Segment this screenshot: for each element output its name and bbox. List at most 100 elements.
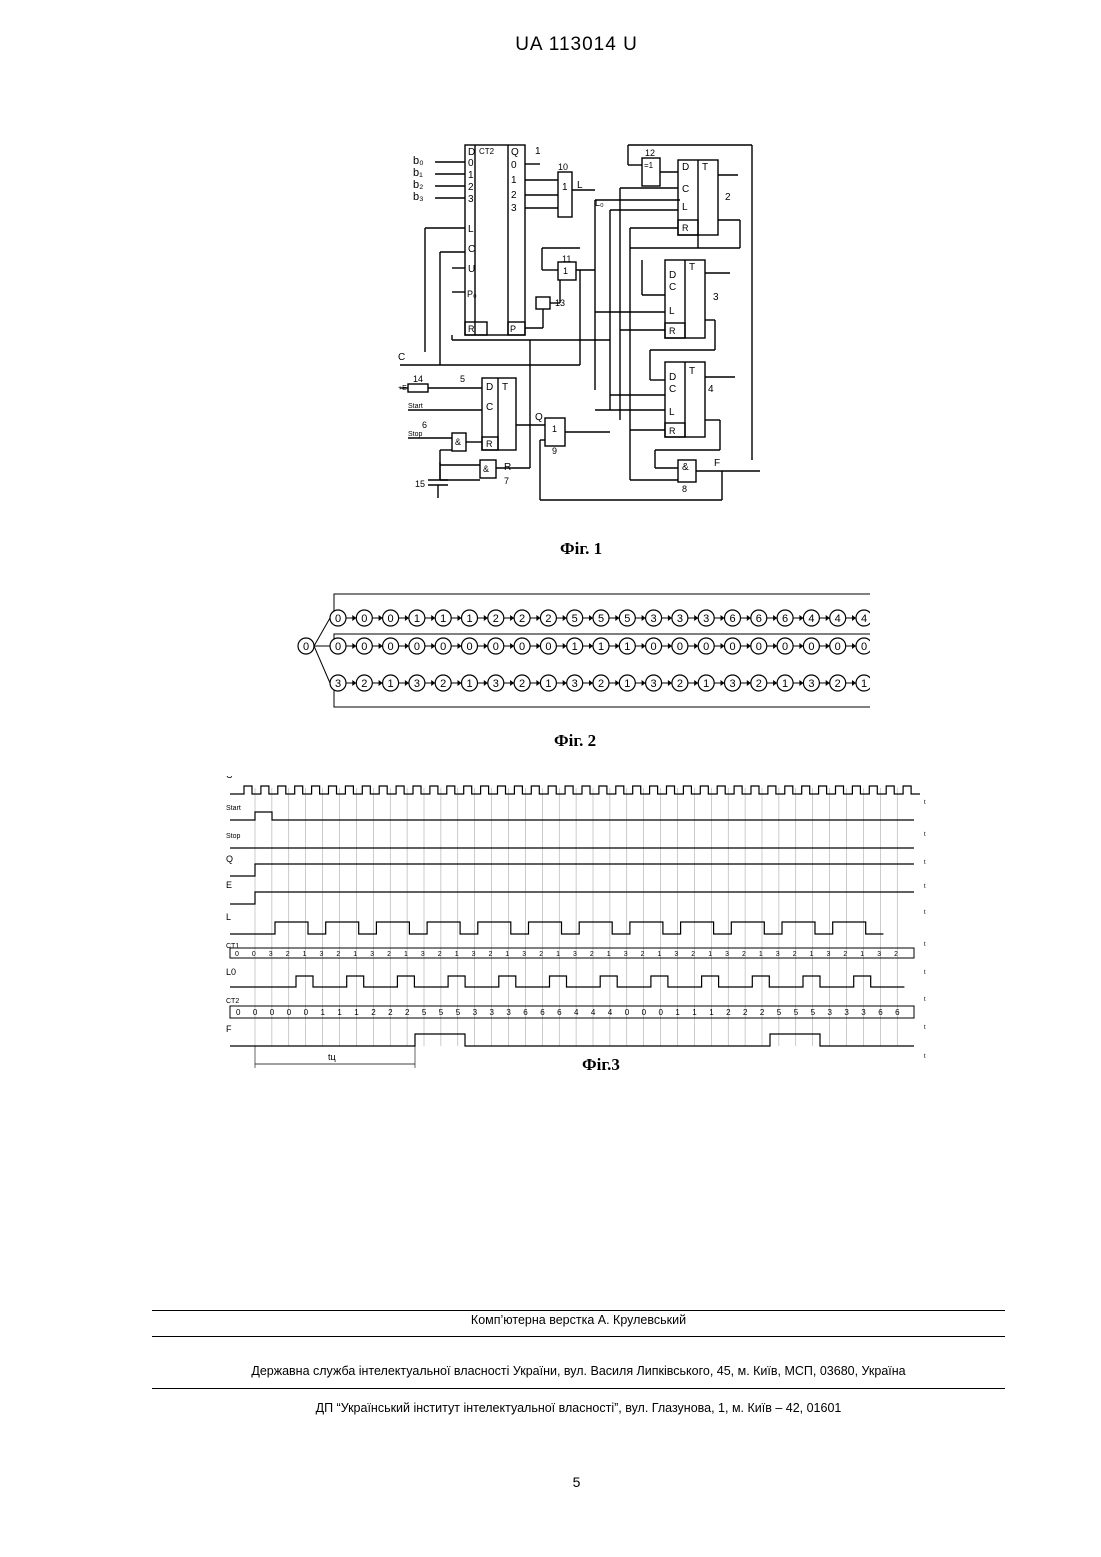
arrowhead bbox=[458, 615, 462, 621]
arrowhead bbox=[510, 615, 514, 621]
state-label-start: 0 bbox=[303, 641, 309, 653]
state-value: 1 bbox=[440, 613, 446, 625]
state-value: 3 bbox=[651, 613, 657, 625]
ct2-value: 1 bbox=[675, 1008, 680, 1017]
page-number: 5 bbox=[0, 1474, 1101, 1490]
signal-label: Start bbox=[226, 805, 241, 812]
figure-2-state-diagram: 0000111222555333666444000000000111000000… bbox=[290, 588, 870, 714]
svg-text:R: R bbox=[682, 223, 689, 233]
svg-text:L: L bbox=[468, 224, 474, 235]
arrowhead bbox=[458, 643, 462, 649]
ct1-value: 2 bbox=[793, 951, 797, 958]
ct1-value: 3 bbox=[269, 951, 273, 958]
ct2-value: 5 bbox=[777, 1008, 782, 1017]
time-axis-label: t bbox=[924, 942, 926, 948]
state-value: 1 bbox=[598, 641, 604, 653]
ct1-value: 1 bbox=[303, 951, 307, 958]
svg-text:=1: =1 bbox=[644, 161, 654, 170]
state-value: 4 bbox=[835, 613, 841, 625]
state-value: 3 bbox=[677, 613, 683, 625]
ct1-value: 1 bbox=[759, 951, 763, 958]
state-value: 0 bbox=[388, 613, 394, 625]
l0-waveform bbox=[230, 976, 904, 987]
state-value: 3 bbox=[414, 678, 420, 690]
arrowhead bbox=[405, 615, 409, 621]
svg-text:6: 6 bbox=[422, 420, 427, 430]
footer-rule-top bbox=[152, 1310, 1005, 1311]
svg-text:14: 14 bbox=[413, 374, 423, 384]
arrowhead bbox=[773, 615, 777, 621]
svg-text:2: 2 bbox=[468, 182, 474, 193]
svg-text:2: 2 bbox=[511, 190, 517, 201]
arrowhead bbox=[352, 680, 356, 686]
ct2-value: 5 bbox=[439, 1008, 444, 1017]
svg-text:L: L bbox=[682, 202, 688, 213]
svg-text:P: P bbox=[510, 324, 516, 334]
svg-text:C: C bbox=[486, 402, 493, 413]
signal-label: F bbox=[226, 1024, 232, 1034]
svg-text:&: & bbox=[455, 437, 461, 447]
ct1-value: 2 bbox=[387, 951, 391, 958]
time-axis-label: t bbox=[924, 860, 926, 866]
state-value: 3 bbox=[335, 678, 341, 690]
ct2-value: 1 bbox=[692, 1008, 697, 1017]
svg-text:T: T bbox=[702, 162, 708, 173]
arrowhead bbox=[352, 615, 356, 621]
svg-text:R: R bbox=[486, 439, 493, 449]
ct1-value: 3 bbox=[320, 951, 324, 958]
ct1-value: 2 bbox=[641, 951, 645, 958]
ct1-value: 3 bbox=[472, 951, 476, 958]
svg-text:T: T bbox=[689, 366, 695, 377]
f-waveform bbox=[230, 1034, 914, 1046]
svg-text:0: 0 bbox=[511, 160, 517, 171]
ct2-value: 3 bbox=[844, 1008, 849, 1017]
arrowhead bbox=[458, 680, 462, 686]
ct2-value: 4 bbox=[574, 1008, 579, 1017]
ct1-value: 3 bbox=[370, 951, 374, 958]
arrowhead bbox=[773, 680, 777, 686]
svg-text:L: L bbox=[577, 180, 583, 191]
state-value: 1 bbox=[572, 641, 578, 653]
patent-number-header: UA 113014 U bbox=[0, 34, 1101, 56]
svg-text:10: 10 bbox=[558, 162, 568, 172]
svg-text:8: 8 bbox=[682, 484, 687, 494]
svg-text:L: L bbox=[669, 407, 675, 418]
arrowhead bbox=[352, 643, 356, 649]
ct2-value: 5 bbox=[811, 1008, 816, 1017]
ct2-value: 0 bbox=[642, 1008, 647, 1017]
svg-text:1: 1 bbox=[562, 182, 568, 193]
time-axis-label: t bbox=[924, 800, 926, 806]
figure-3-timing-diagram: CtStarttStoptQtEtLtCT1tL0tCT2tFt00321321… bbox=[218, 776, 938, 1076]
ct2-value: 3 bbox=[473, 1008, 478, 1017]
arrowhead bbox=[642, 643, 646, 649]
figure-1-caption: Фіг. 1 bbox=[560, 539, 602, 559]
svg-text:D: D bbox=[669, 270, 676, 281]
svg-text:b₂: b₂ bbox=[413, 179, 423, 191]
svg-text:13: 13 bbox=[555, 298, 565, 308]
svg-text:3: 3 bbox=[468, 194, 474, 205]
state-value: 6 bbox=[782, 613, 788, 625]
ct2-value: 3 bbox=[861, 1008, 866, 1017]
state-value: 0 bbox=[335, 613, 341, 625]
state-value: 1 bbox=[624, 641, 630, 653]
ct1-value: 1 bbox=[607, 951, 611, 958]
ct1-value: 2 bbox=[489, 951, 493, 958]
ct2-value: 2 bbox=[743, 1008, 748, 1017]
ct1-value: 0 bbox=[252, 951, 256, 958]
svg-text:C: C bbox=[468, 244, 475, 255]
state-value: 6 bbox=[756, 613, 762, 625]
arrowhead bbox=[484, 643, 488, 649]
svg-text:9: 9 bbox=[552, 446, 557, 456]
ct2-value: 6 bbox=[557, 1008, 562, 1017]
ct2-value: 0 bbox=[659, 1008, 664, 1017]
arrowhead bbox=[484, 680, 488, 686]
state-value: 3 bbox=[729, 678, 735, 690]
svg-text:L₀: L₀ bbox=[595, 198, 604, 208]
state-value: 0 bbox=[651, 641, 657, 653]
ct2-value: 2 bbox=[388, 1008, 393, 1017]
svg-text:C: C bbox=[669, 282, 676, 293]
arrowhead bbox=[510, 680, 514, 686]
svg-text:3: 3 bbox=[511, 203, 517, 214]
ct1-value: 1 bbox=[810, 951, 814, 958]
state-value: 0 bbox=[466, 641, 472, 653]
